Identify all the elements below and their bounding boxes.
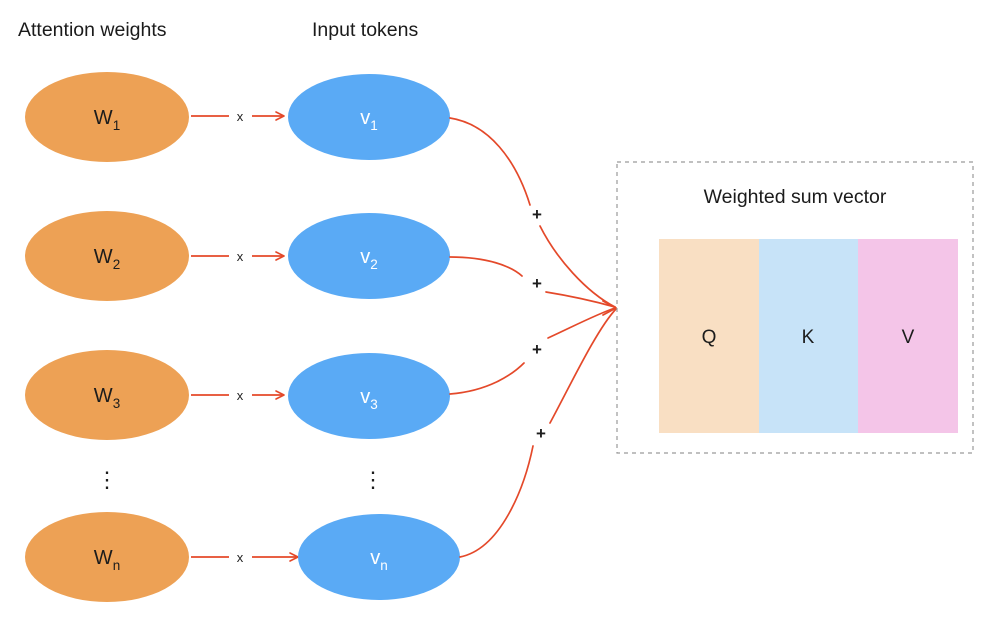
segment-v-block[interactable] [858,239,958,433]
sum-curve-nb [549,308,617,424]
weight-label-1: W1 [94,107,120,133]
plus-icon-n: + [536,424,546,443]
weight-label-n: Wn [94,547,120,573]
operator-label-2: x [237,249,244,264]
arrowhead-1 [275,111,285,121]
weight-ellipse-2[interactable] [25,211,189,301]
weight-label-3: W3 [94,385,120,411]
plus-icon-1: + [532,205,542,224]
weight-label-2: W2 [94,246,120,272]
panel-dashed-border [616,161,974,454]
multiply-arrow-icon-2: x [191,249,285,264]
segment-label-k: K [802,327,815,348]
vertical-ellipsis-icon-weights: ⋮ [96,467,118,492]
weighted-sum-panel: Weighted sum vector Q K V [616,161,974,454]
weight-ellipse-1[interactable] [25,72,189,162]
sum-curve-2a [449,256,523,277]
token-ellipse-3[interactable] [288,353,450,439]
sum-curve-na [459,445,534,558]
operator-label-1: x [237,109,244,124]
token-label-1: v1 [360,107,378,133]
token-ellipse-n[interactable] [298,514,460,600]
plus-icon-3: + [532,340,542,359]
panel-title: Weighted sum vector [704,186,887,208]
weight-ellipse-3[interactable] [25,350,189,440]
operator-label-3: x [237,388,244,403]
column-header-attention-weights: Attention weights [18,19,167,41]
token-ellipse-2[interactable] [288,213,450,299]
arrowhead-2 [275,251,285,261]
segment-q-block[interactable] [659,239,759,433]
multiply-arrow-icon-3: x [191,388,285,403]
token-label-2: v2 [360,246,378,272]
segment-label-v: V [902,327,915,348]
sum-curve-2b [545,291,616,308]
token-label-n: vn [370,547,388,573]
weight-ellipse-n[interactable] [25,512,189,602]
multiply-arrow-icon-n: x [191,550,299,565]
token-ellipse-1[interactable] [288,74,450,160]
plus-icon-2: + [532,274,542,293]
operator-label-n: x [237,550,244,565]
arrowhead-n [289,552,299,562]
token-label-3: v3 [360,386,378,412]
sum-curve-3b [547,307,616,339]
vertical-ellipsis-icon-tokens: ⋮ [362,467,384,492]
row-n-group: Wn x vn + [25,308,617,602]
column-header-input-tokens: Input tokens [312,19,418,41]
arrowhead-3 [275,390,285,400]
segment-label-q: Q [702,327,717,348]
sum-curve-3a [449,362,525,395]
segment-k-block[interactable] [759,239,858,433]
row-3-group: W3 x v3 + [25,307,616,440]
converging-arrow-icon [602,300,617,316]
row-2-group: W2 x v2 + [25,211,616,308]
sum-curve-1a [449,117,531,206]
sum-curve-1b [539,225,616,308]
multiply-arrow-icon-1: x [191,109,285,124]
